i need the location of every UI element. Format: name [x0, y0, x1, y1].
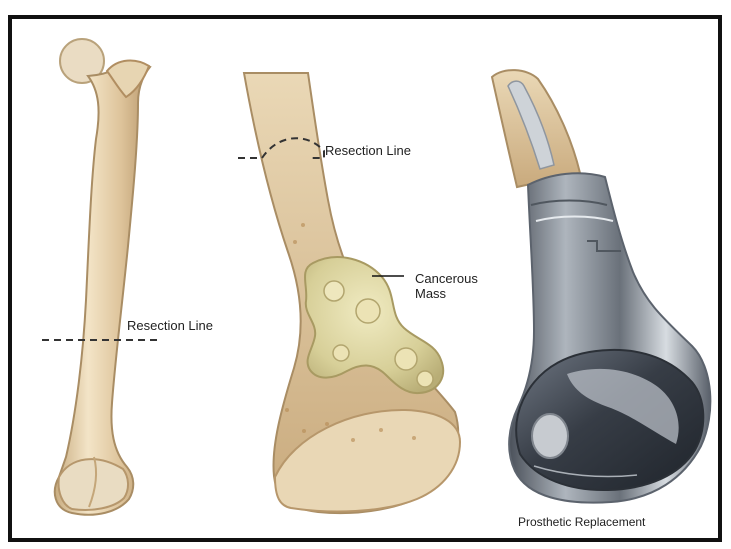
diagram-frame: Resection Line Resection Line Cancerous … [8, 15, 722, 542]
distal-condyles [59, 459, 128, 510]
condyle-button [532, 414, 568, 458]
resection-line-left-label: Resection Line [127, 319, 213, 334]
prosthetic-replacement-illustration [492, 70, 710, 503]
resection-line-middle-label: Resection Line [325, 144, 411, 159]
femur-shaft [55, 65, 150, 515]
prosthetic-replacement-label: Prosthetic Replacement [518, 516, 645, 530]
cancerous-mass-label: Cancerous Mass [415, 272, 495, 302]
full-femur [42, 39, 160, 515]
bone-resection-illustration [12, 19, 718, 538]
